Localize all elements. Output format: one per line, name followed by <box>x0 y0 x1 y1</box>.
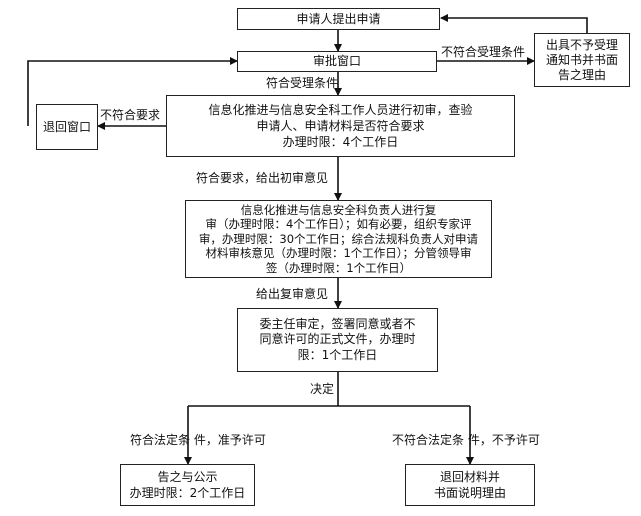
node-return-window-text: 退回窗口 <box>42 119 91 134</box>
label-approve: 符合法定条 件，准予许可 <box>130 433 266 447</box>
label-accepted: 符合受理条件 <box>266 76 339 90</box>
node-second-review: 信息化推进与信息安全科负责人进行复 审（办理时限：4个工作日）；如有必要，组织专… <box>185 200 492 278</box>
node-initial-line-1: 信息化推进与信息安全科工作人员进行初审，查验 <box>208 102 473 117</box>
label-not-accepted: 不符合受理条件 <box>441 45 526 59</box>
node-notice-line-2: 通知书并书面 <box>545 52 618 67</box>
node-return-materials: 退回材料并 书面说明理由 <box>405 464 535 506</box>
node-publish-line-1: 告之与公示 <box>157 469 218 484</box>
node-second-line-4: 材料审核意见（办理时限：1个工作日）；分管领导审 <box>205 246 472 261</box>
node-notice-line-3: 告之理由 <box>557 67 606 82</box>
node-window: 审批窗口 <box>237 51 437 72</box>
label-decide: 决定 <box>310 382 335 396</box>
node-return-materials-line-2: 书面说明理由 <box>433 486 506 500</box>
node-second-line-3: 审，办理时限：30个工作日；综合法规科负责人对申请 <box>198 231 479 246</box>
label-not-meet: 不符合要求 <box>100 108 161 122</box>
node-publish-line-2: 办理时限：2个工作日 <box>129 486 246 500</box>
node-return-window: 退回窗口 <box>36 104 98 150</box>
node-initial-line-3: 办理时限：4个工作日 <box>282 135 399 150</box>
label-second-opinion: 给出复审意见 <box>256 287 329 301</box>
node-publish: 告之与公示 办理时限：2个工作日 <box>120 464 255 506</box>
node-initial-line-2: 申请人、申请材料是否符合要求 <box>256 118 425 133</box>
node-notice: 出具不予受理 通知书并书面 告之理由 <box>534 33 630 87</box>
node-director-line-3: 限：1个工作日 <box>297 347 378 362</box>
node-director: 委主任审定，签署同意或者不 同意许可的正式文件，办理时 限：1个工作日 <box>237 308 438 372</box>
node-notice-line-1: 出具不予受理 <box>545 37 618 52</box>
node-apply: 申请人提出申请 <box>237 8 440 30</box>
node-director-line-1: 委主任审定，签署同意或者不 <box>259 316 416 331</box>
edge-return-to-window <box>27 57 238 126</box>
node-second-line-1: 信息化推进与信息安全科负责人进行复 <box>240 203 437 218</box>
label-meet: 符合要求，给出初审意见 <box>196 171 329 185</box>
node-return-materials-line-1: 退回材料并 <box>439 469 500 484</box>
node-initial-review: 信息化推进与信息安全科工作人员进行初审，查验 申请人、申请材料是否符合要求 办理… <box>166 95 515 157</box>
node-apply-text: 申请人提出申请 <box>296 11 381 26</box>
node-director-line-2: 同意许可的正式文件，办理时 <box>259 332 416 347</box>
edge-notice-to-apply <box>440 14 588 33</box>
node-second-line-5: 签（办理时限：1个工作日） <box>265 260 412 275</box>
node-window-text: 审批窗口 <box>312 54 361 69</box>
node-second-line-2: 审（办理时限：4个工作日）；如有必要，组织专家评 <box>205 217 472 232</box>
label-reject: 不符合法定条 件，不予许可 <box>392 433 540 447</box>
